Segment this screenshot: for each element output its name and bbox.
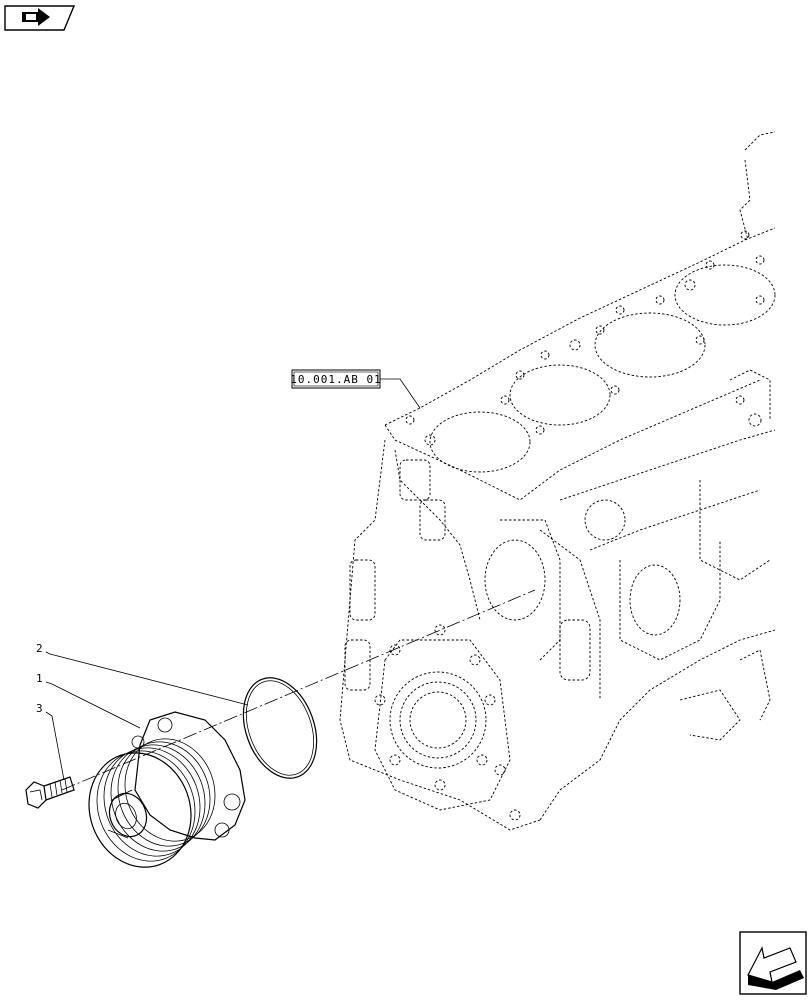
callout-1[interactable]: 1 <box>36 672 141 729</box>
reference-label-box[interactable]: 10.001.AB 01 <box>290 369 381 389</box>
callout-2[interactable]: 2 <box>36 642 249 706</box>
back-arrow-icon[interactable] <box>739 931 807 995</box>
water-pump-part <box>88 711 246 868</box>
flange-bolt-part <box>25 776 75 809</box>
reference-leader-line <box>380 378 421 409</box>
o-ring-part <box>242 677 318 779</box>
callout-number: 2 <box>36 642 43 655</box>
engine-block-phantom <box>339 131 776 831</box>
book-arrow-icon[interactable] <box>4 5 76 31</box>
callout-number: 1 <box>36 672 43 685</box>
assembly-axis-line <box>61 589 536 791</box>
callout-3[interactable]: 3 <box>36 702 65 781</box>
callout-number: 3 <box>36 702 43 715</box>
reference-label-text: 10.001.AB 01 <box>290 373 381 386</box>
